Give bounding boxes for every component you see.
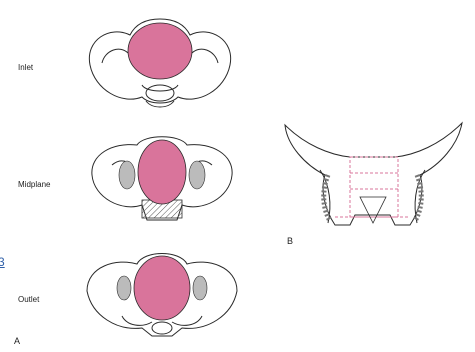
pelvis-midplane-drawing	[82, 120, 242, 230]
panel-b-label: B	[287, 236, 293, 246]
inlet-cavity	[128, 23, 192, 79]
pelvis-outlet-drawing	[82, 236, 242, 346]
outlet-label: Outlet	[18, 295, 39, 304]
midplane-cavity	[138, 140, 186, 204]
inlet-label: Inlet	[18, 63, 33, 72]
pelvis-inlet-drawing	[80, 5, 240, 115]
outlet-cavity	[134, 256, 190, 320]
pelvis-frontal-view-drawing	[280, 115, 465, 240]
midplane-label: Midplane	[18, 180, 50, 189]
panel-a-label: A	[14, 336, 20, 346]
edge-mark: 3	[0, 255, 5, 269]
